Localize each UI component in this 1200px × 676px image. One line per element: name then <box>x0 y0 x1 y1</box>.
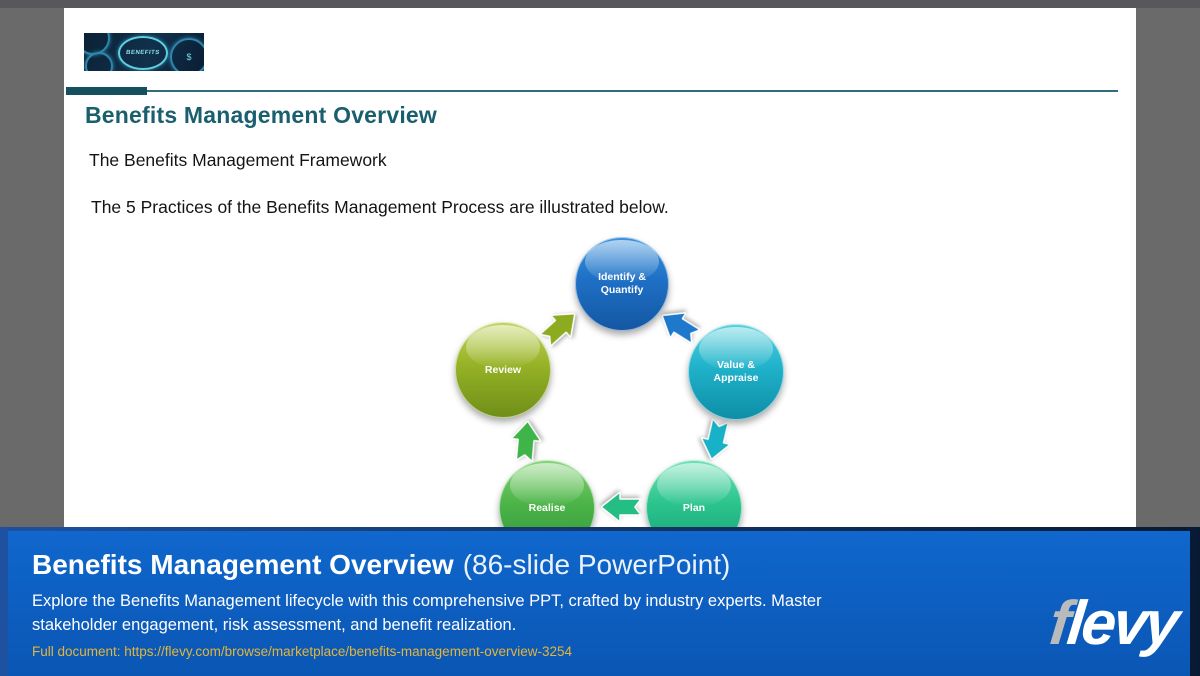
arrow-value-to-plan-icon <box>700 417 732 461</box>
banner-title-main: Benefits Management Overview <box>32 549 454 580</box>
flevy-logo: flevy <box>1046 589 1180 658</box>
arrow-plan-to-realise-icon <box>601 492 641 522</box>
promo-banner-inner: Benefits Management Overview (86-slide Po… <box>8 531 1190 676</box>
dollar-icon: $ <box>170 38 204 71</box>
cycle-node-review: Review <box>455 322 551 418</box>
full-document-link[interactable]: Full document: https://flevy.com/browse/… <box>32 644 572 660</box>
cycle-node-identify-quantify: Identify & Quantify <box>575 237 669 331</box>
window-top-edge <box>0 0 1200 8</box>
arrow-review-to-identify-icon <box>539 312 576 348</box>
benefits-badge-icon: BENEFITS <box>118 36 168 70</box>
banner-description: Explore the Benefits Management lifecycl… <box>32 590 1190 638</box>
arrow-realise-to-review-icon <box>510 420 542 463</box>
slide-subtitle: The Benefits Management Framework <box>89 150 387 170</box>
cycle-node-value-appraise: Value & Appraise <box>688 324 784 420</box>
header-divider-line <box>66 90 1118 92</box>
slide-body-text: The 5 Practices of the Benefits Manageme… <box>91 197 669 217</box>
banner-description-line2: stakeholder engagement, risk assessment,… <box>32 616 517 635</box>
cycle-diagram: Identify & Quantify Value & Appraise Pla… <box>440 230 800 556</box>
benefits-thumbnail-image: BENEFITS $ <box>84 33 204 71</box>
slide-title: Benefits Management Overview <box>85 102 437 128</box>
slide-preview: BENEFITS $ Benefits Management Overview … <box>64 8 1136 556</box>
banner-description-line1: Explore the Benefits Management lifecycl… <box>32 592 822 611</box>
flevy-logo-levy: levy <box>1063 589 1180 658</box>
benefits-badge-label: BENEFITS <box>125 50 161 56</box>
banner-title-suffix: (86-slide PowerPoint) <box>462 549 731 580</box>
tech-circle-icon <box>85 52 113 71</box>
promo-banner: Benefits Management Overview (86-slide Po… <box>0 527 1200 676</box>
header-divider-accent <box>66 87 147 95</box>
arrow-identify-to-value-icon <box>661 311 701 345</box>
banner-title: Benefits Management Overview (86-slide Po… <box>32 549 1190 581</box>
